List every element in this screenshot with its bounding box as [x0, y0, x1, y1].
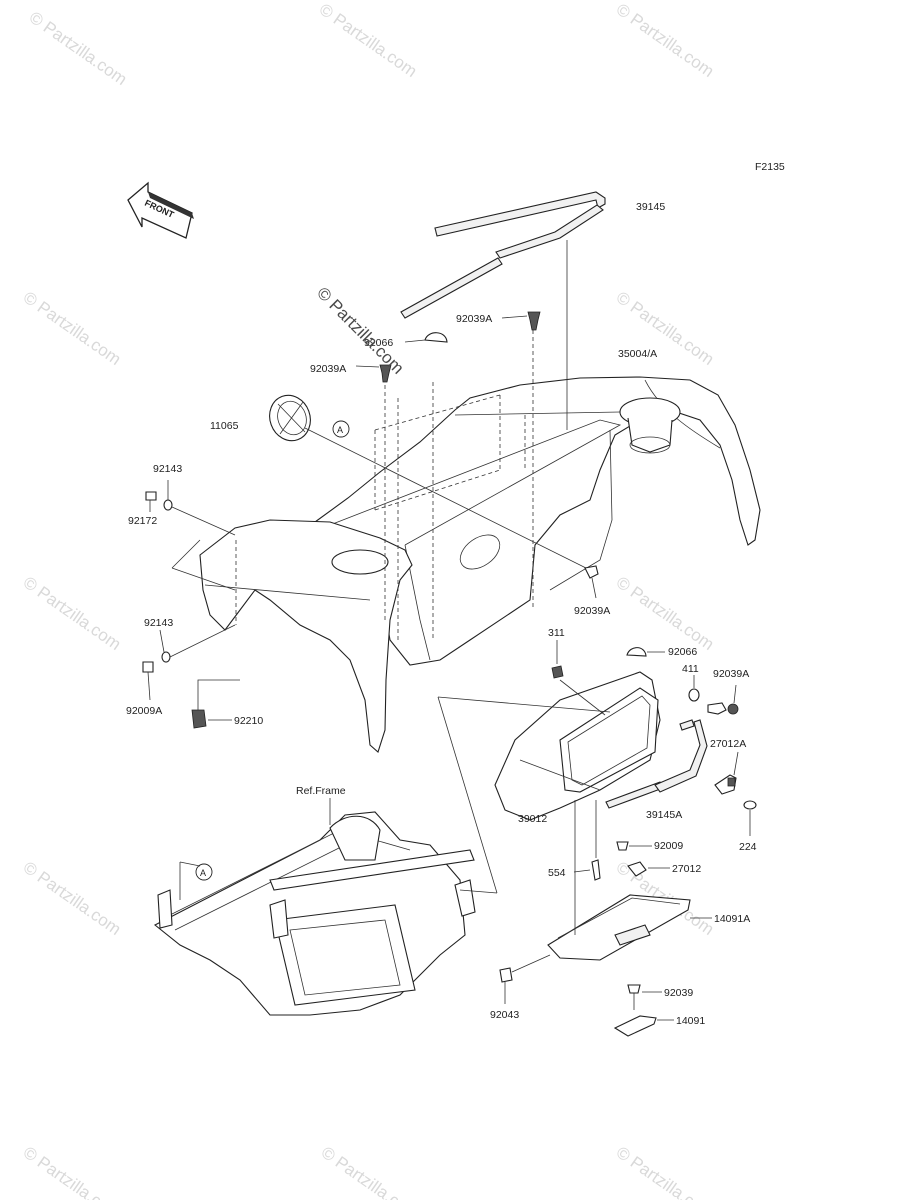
- label-92043: 92043: [490, 1009, 519, 1021]
- part-labels: 39145 92039A 92066 35004/A 92039A 11065 …: [126, 201, 757, 1027]
- diagram-code: F2135: [755, 161, 785, 173]
- ref-circle-a-bottom: A: [195, 863, 213, 881]
- bolt-224: [743, 800, 757, 836]
- label-14091A: 14091A: [714, 913, 750, 925]
- label-14091: 14091: [676, 1015, 705, 1027]
- label-39145: 39145: [636, 201, 665, 213]
- label-92039A-right: 92039A: [713, 668, 749, 680]
- label-27012: 27012: [672, 863, 701, 875]
- cap-11065: [269, 394, 591, 571]
- fastener-92039A-right: [707, 684, 739, 715]
- cap-92066-mid: [626, 647, 665, 657]
- bolt-92009: [616, 841, 652, 851]
- left-fender-panel: [199, 519, 413, 753]
- watermark: © Partzilla.com: [20, 1143, 125, 1200]
- watermark: © Partzilla.com: [20, 288, 125, 369]
- label-311: 311: [548, 627, 565, 639]
- bolt-92039: [627, 984, 662, 1010]
- label-92143-top: 92143: [153, 463, 182, 475]
- label-35004A: 35004/A: [618, 348, 657, 360]
- watermark: © Partzilla.com: [20, 858, 125, 939]
- watermark: © Partzilla.com: [613, 573, 718, 654]
- label-92039A-mid: 92039A: [574, 605, 610, 617]
- label-92210: 92210: [234, 715, 263, 727]
- label-92143-bottom: 92143: [144, 617, 173, 629]
- washer-92143-bottom: [159, 624, 236, 663]
- label-92009: 92009: [654, 840, 683, 852]
- label-11065: 11065: [210, 420, 239, 432]
- latch-14091: [613, 1015, 674, 1037]
- clip-311: [551, 640, 564, 679]
- bolt-92172: [145, 491, 157, 512]
- clip-27012: [627, 861, 670, 877]
- fastener-92039A-top: [501, 311, 541, 331]
- watermark: © Partzilla.com: [316, 0, 421, 81]
- label-411: 411: [682, 663, 699, 675]
- washer-92143-top: [163, 480, 236, 536]
- label-39145A: 39145A: [646, 809, 682, 821]
- label-92172: 92172: [128, 515, 157, 527]
- label-ref-frame: Ref.Frame: [296, 785, 346, 797]
- alignment-lines: [384, 240, 568, 640]
- front-arrow-icon: FRONT: [127, 181, 194, 239]
- rear-fender-35004A: [313, 376, 761, 666]
- watermark: © Partzilla.com: [318, 1143, 423, 1200]
- watermark: © Partzilla.com: [613, 0, 718, 81]
- bolt-92043: [499, 954, 551, 1004]
- watermark: © Partzilla.com: [613, 1143, 718, 1200]
- clip-92210: [171, 539, 240, 729]
- label-92039A-top: 92039A: [456, 313, 492, 325]
- cap-92066-top: [404, 332, 448, 343]
- bolt-92009A: [142, 661, 154, 701]
- watermark: © Partzilla.com: [20, 573, 125, 654]
- bracket-27012A: [714, 751, 739, 795]
- seal-strip-39145: [400, 191, 606, 319]
- label-554: 554: [548, 867, 566, 879]
- washer-411: [688, 675, 700, 702]
- label-92039: 92039: [664, 987, 693, 999]
- label-92039A-left: 92039A: [310, 363, 346, 375]
- ref-circle-a-label: A: [200, 868, 206, 878]
- ref-frame: [153, 798, 498, 1016]
- lid-14091A: [547, 800, 712, 961]
- pin-554: [573, 800, 601, 881]
- fastener-92039A-mid: [584, 565, 599, 599]
- fastener-92039A-left: [355, 364, 392, 383]
- label-27012A: 27012A: [710, 738, 746, 750]
- label-92009A: 92009A: [126, 705, 162, 717]
- watermark: © Partzilla.com: [26, 8, 131, 89]
- label-92066-mid: 92066: [668, 646, 697, 658]
- label-224: 224: [739, 841, 757, 853]
- label-39012: 39012: [518, 813, 547, 825]
- ref-circle-a-label: A: [337, 425, 343, 435]
- seal-strip-39145A: [605, 719, 708, 809]
- ref-circle-a-top: A: [332, 420, 350, 438]
- label-92066-top: 92066: [364, 337, 393, 349]
- storage-box-39012: [437, 671, 661, 894]
